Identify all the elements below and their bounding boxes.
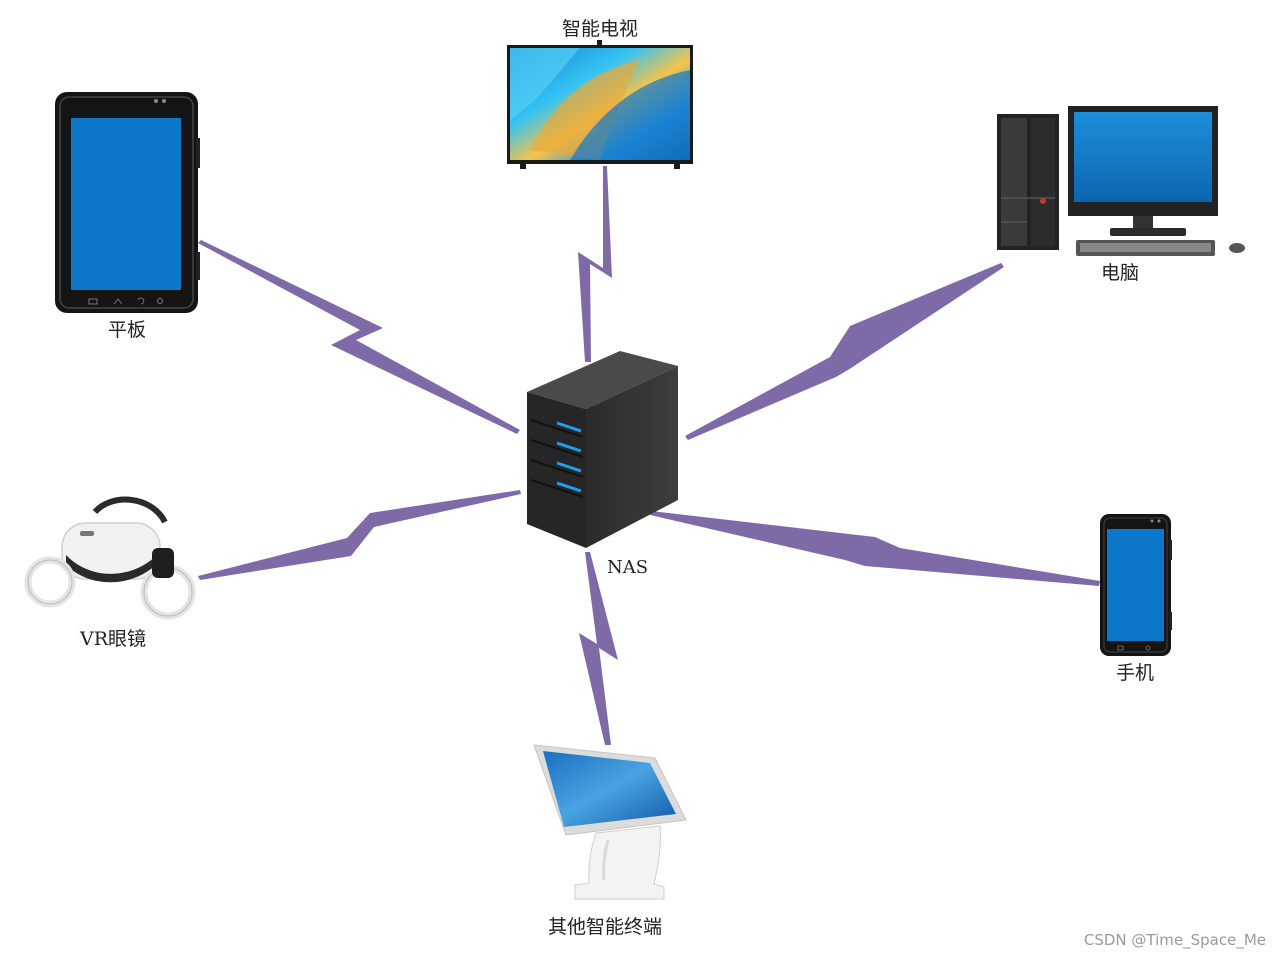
node-label-phone: 手机 (1116, 662, 1155, 684)
node-label-computer: 电脑 (1101, 262, 1140, 284)
connection-phone (650, 511, 1100, 586)
node-label-tablet: 平板 (108, 319, 147, 341)
vr-headset-icon (24, 496, 196, 620)
smartphone-icon (1100, 514, 1172, 656)
connection-tablet (198, 240, 520, 434)
kiosk-terminal-icon (533, 744, 687, 900)
connection-computer (685, 263, 1004, 440)
tablet-icon (55, 92, 200, 313)
node-label-kiosk: 其他智能终端 (548, 916, 663, 938)
tv-icon (507, 40, 693, 169)
desktop-computer-icon (997, 106, 1245, 256)
watermark: CSDN @Time_Space_Me (1083, 931, 1266, 949)
node-label-tv: 智能电视 (562, 18, 639, 40)
connection-kiosk (579, 552, 618, 745)
connection-tv (578, 166, 612, 362)
node-label-center: NAS (607, 557, 649, 578)
server-icon (527, 351, 678, 548)
node-label-vr: VR眼镜 (80, 628, 147, 650)
connection-vr (198, 490, 521, 580)
